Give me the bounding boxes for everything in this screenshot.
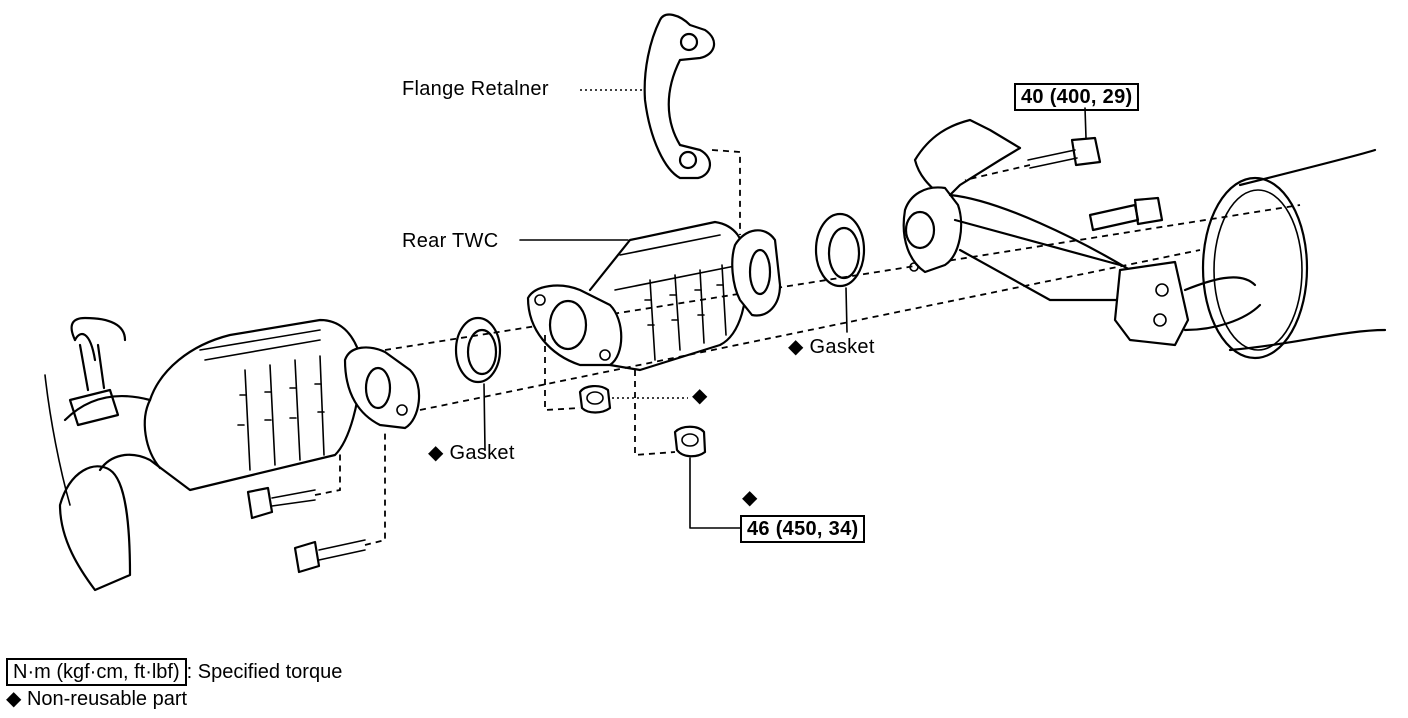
non-reusable-marker: ◆ — [788, 336, 804, 358]
gasket-left-text: Gasket — [449, 442, 515, 464]
legend-non-reusable-marker: ◆ — [6, 688, 22, 710]
torque-upper-box: 40 (400, 29) — [1014, 83, 1140, 111]
lower-non-reusable-marker: ◆ — [742, 487, 758, 509]
gasket-left-part — [454, 316, 502, 451]
flange-retainer-part — [643, 13, 741, 235]
flange-retainer-label: Flange Retalner — [402, 78, 549, 100]
legend-torque: N·m (kgf·cm, ft·lbf): Specified torque — [6, 658, 342, 686]
legend-non-reusable-text: Non-reusable part — [26, 688, 188, 710]
torque-lower-box: 46 (450, 34) — [740, 515, 866, 543]
legend-torque-desc: : Specified torque — [186, 661, 343, 683]
tail-pipe-assembly — [902, 107, 1387, 360]
rear-twc-label: Rear TWC — [402, 230, 499, 252]
rear-twc-part — [526, 220, 782, 372]
gasket-left-label: ◆ Gasket — [428, 443, 515, 463]
nut-2 — [673, 425, 707, 458]
nut-non-reusable-marker: ◆ — [692, 385, 708, 407]
nut-1 — [578, 385, 612, 414]
gasket-right-text: Gasket — [809, 336, 875, 358]
gasket-right-part — [814, 212, 866, 333]
non-reusable-marker: ◆ — [428, 442, 444, 464]
front-catalyst — [44, 316, 421, 592]
legend-non-reusable: ◆ Non-reusable part — [6, 689, 187, 709]
gasket-right-label: ◆ Gasket — [788, 337, 875, 357]
legend-torque-unit: N·m (kgf·cm, ft·lbf) — [6, 658, 187, 686]
